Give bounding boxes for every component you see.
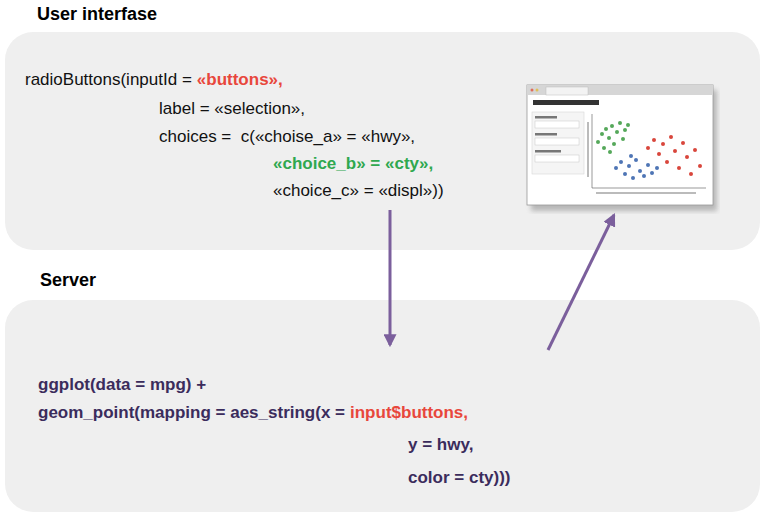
text-line: «choice_c» = «displ»)) <box>273 180 444 201</box>
panel-heading: Server <box>40 269 96 291</box>
code-line: label = «selection», <box>159 98 305 119</box>
code-line: ggplot(data = mpg) + <box>38 374 206 396</box>
app-screenshot <box>524 82 720 214</box>
scatter-plot <box>587 114 706 194</box>
app-title-bar <box>533 100 599 105</box>
text-line: geom_point(mapping = aes_string(x =input… <box>38 402 468 424</box>
text-line: «choice_b» = «cty», <box>273 153 433 174</box>
text-line: ggplot(data = mpg) + <box>38 374 206 396</box>
input-reference: input$buttons, <box>350 402 468 424</box>
flow-arrow <box>548 215 614 350</box>
flow-arrow <box>389 210 392 345</box>
text-line: Server <box>40 269 96 291</box>
highlighted-choice: «choice_b» = «cty», <box>273 153 433 174</box>
text-line: color = cty))) <box>408 467 511 489</box>
code-line: color = cty))) <box>408 467 511 489</box>
code-line: choices = c(«choise_a» = «hwy», <box>159 126 415 147</box>
browser-tab <box>546 87 588 95</box>
browser-window <box>527 85 713 205</box>
window-button <box>531 89 534 92</box>
text-line: User interfase <box>37 3 157 25</box>
window-button <box>536 89 539 92</box>
code-line: radioButtons(inputId = <box>25 69 192 90</box>
text-line: choices = c(«choise_a» = «hwy», <box>159 126 415 147</box>
text-line: y = hwy, <box>408 434 473 456</box>
sidebar-panel <box>532 112 584 174</box>
code-line: «choice_c» = «displ»)) <box>273 180 444 201</box>
panel-box: Serverggplot(data = mpg) +geom_point(map… <box>5 300 760 512</box>
panel-heading: User interfase <box>37 3 157 25</box>
text-line: label = «selection», <box>159 98 305 119</box>
code-line: y = hwy, <box>408 434 473 456</box>
title-bar <box>527 85 713 95</box>
text-line: radioButtons(inputId =«buttons», <box>25 69 283 90</box>
input-id: «buttons», <box>197 69 283 90</box>
code-line: geom_point(mapping = aes_string(x = <box>38 402 345 424</box>
